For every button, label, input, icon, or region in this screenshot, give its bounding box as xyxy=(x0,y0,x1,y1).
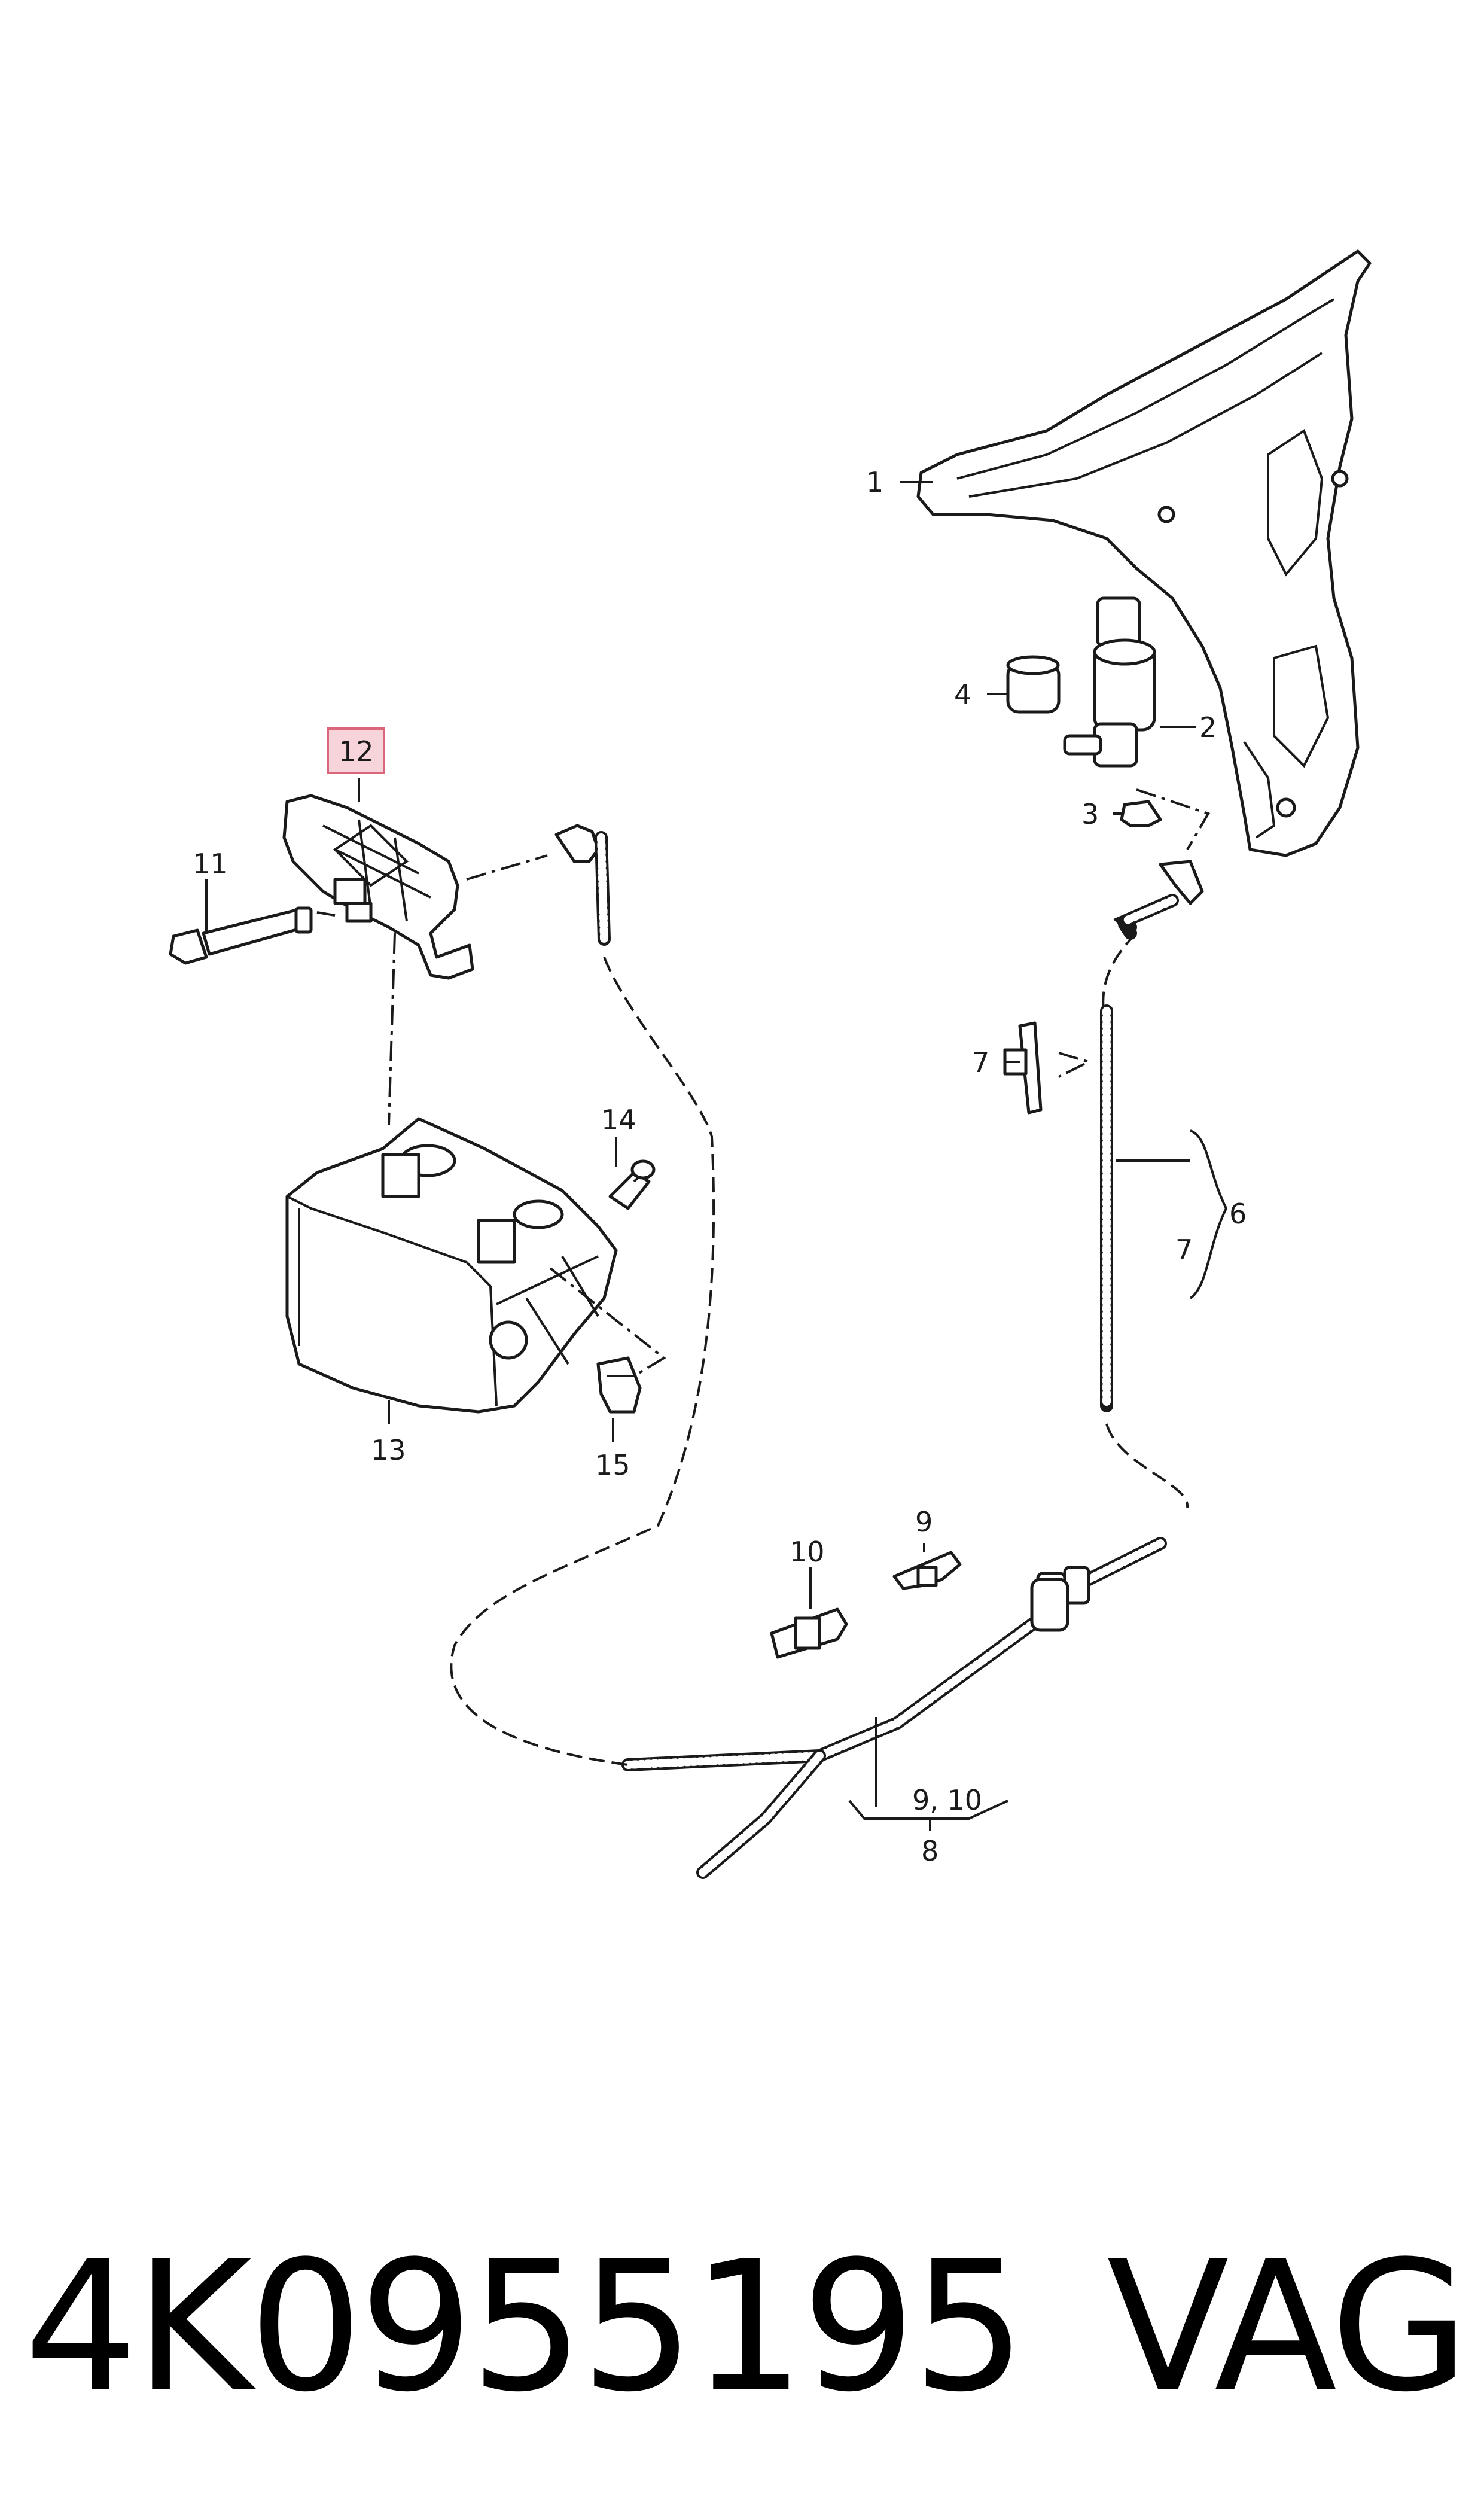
callout-4: 4 xyxy=(954,678,971,711)
pump-hose xyxy=(1113,860,1204,940)
washer-reservoir xyxy=(916,249,1372,857)
nozzle-hose xyxy=(554,824,611,946)
callout-3: 3 xyxy=(1081,798,1099,830)
washer-pump xyxy=(1063,596,1156,768)
leader-lines xyxy=(205,481,1228,1831)
callout-7-left: 7 xyxy=(972,1046,989,1079)
clip-15 xyxy=(596,1356,642,1414)
callout-2: 2 xyxy=(1199,711,1217,744)
callout-6: 6 xyxy=(1229,1198,1247,1230)
pump-grommet xyxy=(1120,800,1162,827)
part-number: 4K0955195 xyxy=(24,2222,1026,2431)
fog-lamp xyxy=(285,1117,618,1414)
callout-8: 8 xyxy=(921,1835,938,1867)
callout-10: 10 xyxy=(790,1536,825,1568)
callout-15: 15 xyxy=(595,1449,630,1481)
bracket xyxy=(282,794,474,980)
callout-12-highlight xyxy=(327,727,385,774)
callout-7-right: 7 xyxy=(1175,1234,1193,1266)
callout-9-10: 9, 10 xyxy=(912,1784,982,1816)
callout-14: 14 xyxy=(601,1104,636,1136)
screw xyxy=(608,1159,656,1210)
callout-11: 11 xyxy=(193,848,228,880)
callout-1: 1 xyxy=(866,466,883,498)
clip-10 xyxy=(770,1607,848,1659)
callout-12: 12 xyxy=(339,735,374,768)
pin xyxy=(169,906,313,965)
filter-bushing xyxy=(1006,655,1061,714)
brand-name: VAG xyxy=(1107,2222,1469,2431)
hose-harness xyxy=(621,1578,1069,1879)
callout-13: 13 xyxy=(371,1434,406,1466)
callout-9: 9 xyxy=(915,1506,933,1538)
hose-clip xyxy=(1003,1021,1043,1115)
routing-lines xyxy=(316,788,1210,1766)
callout-labels: 1 2 3 4 6 7 7 8 9, 10 9 10 11 12 13 14 1… xyxy=(193,466,1247,1867)
clip-9 xyxy=(892,1551,962,1590)
